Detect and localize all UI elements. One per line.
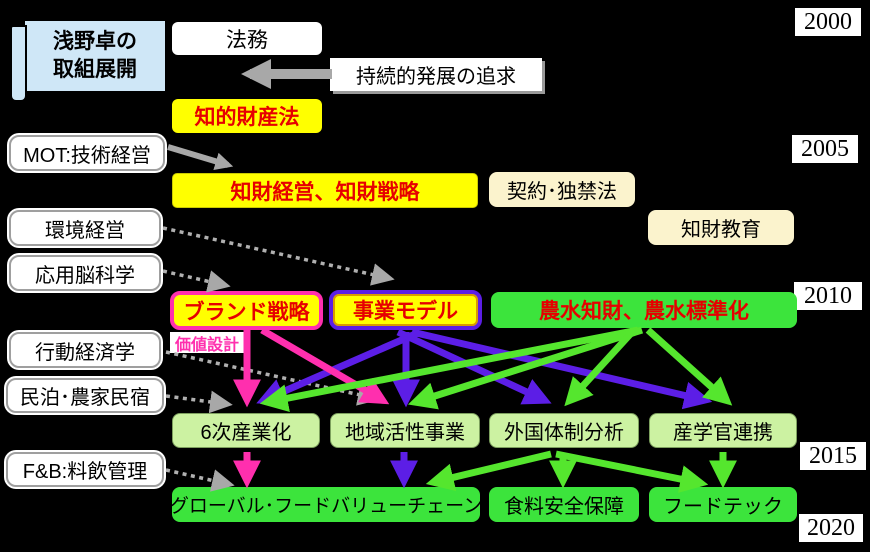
node-gaikoku: 外国体制分析 (489, 413, 639, 448)
node-sangakukan: 産学官連携 (649, 413, 797, 448)
arrow-brand-to-chiiki (260, 326, 390, 405)
year-label-2020: 2020 (799, 514, 863, 542)
pink-arrows (233, 326, 390, 489)
arrow-gaikoku-to-global (425, 450, 552, 492)
node-6ji-sangyo: 6次産業化 (172, 413, 320, 448)
arrow-kankyo-to-bizmodel (162, 226, 395, 286)
node-brand-strategy: ブランド戦略 (170, 291, 323, 330)
node-nousui-chizai: 農水知財、農水標準化 (491, 292, 797, 328)
year-label-2005: 2005 (792, 135, 858, 163)
left-item-koudou: 行動経済学 (9, 332, 161, 368)
purple-arrows (256, 328, 713, 489)
node-houmu: 法務 (172, 22, 322, 55)
year-label-2000: 2000 (795, 8, 861, 36)
year-label-2010: 2010 (794, 282, 862, 310)
left-item-minpaku: 民泊･農家民宿 (6, 378, 164, 413)
left-item-fb: F&B:料飲管理 (6, 452, 164, 487)
left-item-kankyo: 環境経営 (9, 210, 161, 246)
node-global-fvc: グローバル･フードバリューチェーン (170, 487, 482, 522)
node-ip-law: 知的財産法 (172, 99, 322, 133)
left-item-mot: MOT:技術経営 (9, 135, 165, 171)
arrow-minpaku-to-6ji (165, 390, 233, 414)
banner-line1: 浅野卓の (53, 29, 137, 53)
node-foodtech: フードテック (649, 487, 797, 522)
node-ip-education: 知財教育 (648, 210, 794, 245)
banner-scroll-roll (10, 25, 27, 102)
arrow-bizmodel-to-6ji (256, 328, 422, 406)
arrow-mot-to-ipmgmt (167, 144, 234, 170)
arrow-koudou-to-chiiki (165, 350, 381, 406)
arrow-nousui-to-sangakukan (645, 327, 733, 406)
title-banner: 浅野卓の 取組展開 (23, 19, 167, 93)
arrow-nousui-to-gaikoku (564, 327, 637, 407)
banner-line2: 取組展開 (53, 58, 137, 81)
arrow-bizmodel-to-sangakukan (411, 328, 713, 410)
node-business-model: 事業モデル (329, 290, 482, 330)
node-ip-management: 知財経営、知財戦略 (172, 173, 478, 208)
node-shokuryo: 食料安全保障 (489, 487, 639, 522)
arrow-bizmodel-to-gaikoku (396, 328, 552, 405)
arrow-noukagaku-to-brand (162, 269, 231, 293)
banner-curl-decoration (150, 11, 165, 26)
node-pursuit: 持続的発展の追求 (330, 58, 542, 91)
left-item-noukagaku: 応用脳科学 (9, 255, 161, 291)
arrow-nousui-to-6ji (259, 326, 639, 412)
arrow-fb-to-global (165, 468, 235, 492)
green-arrows (259, 326, 737, 493)
arrow-gaikoku-to-foodtech (555, 450, 709, 493)
node-chiiki: 地域活性事業 (330, 413, 480, 448)
arrow-nousui-to-chiiki (407, 326, 644, 410)
year-label-2015: 2015 (800, 442, 866, 470)
node-value-design: 価値設計 (170, 332, 244, 354)
node-contract-law: 契約･独禁法 (489, 172, 635, 207)
